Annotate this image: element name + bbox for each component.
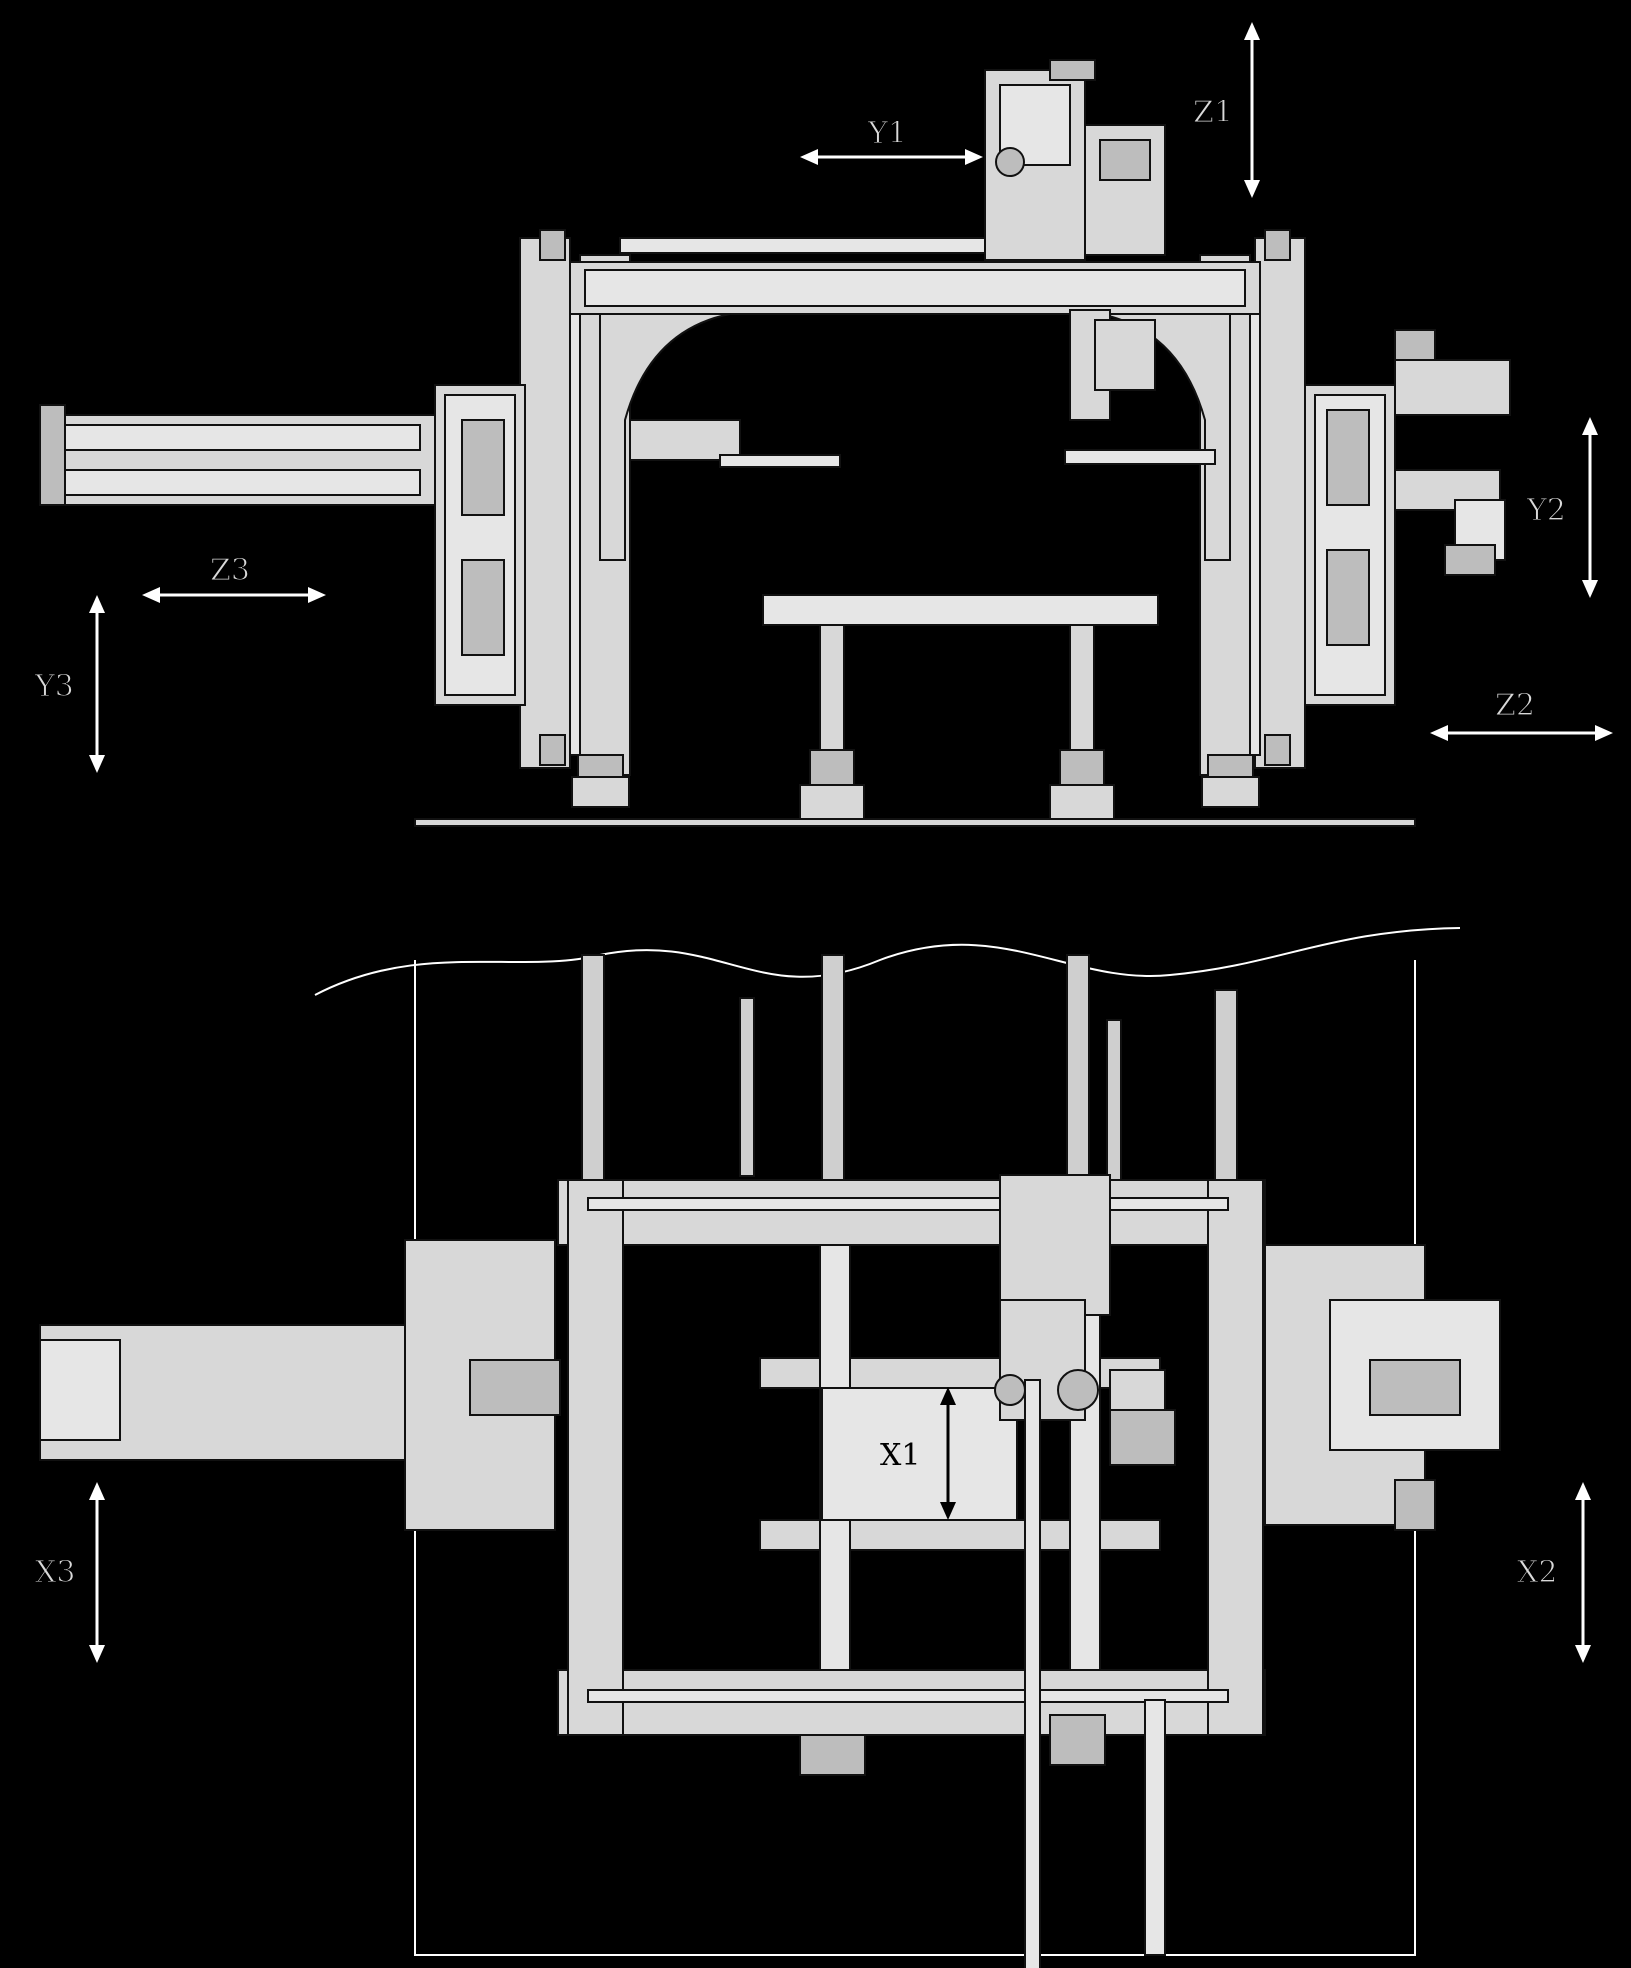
z3-label: Z3 bbox=[210, 553, 250, 588]
front-elevation-view: Y1 Z1 Z3 Y3 Y2 Z2 bbox=[34, 22, 1613, 827]
x2-label: X2 bbox=[1517, 1555, 1557, 1590]
plan-frame bbox=[557, 1179, 1266, 1736]
inner-frame bbox=[759, 1244, 1161, 1671]
x2-head bbox=[1264, 1244, 1501, 1531]
x3-label: X3 bbox=[35, 1555, 75, 1590]
y1-z1-carriage bbox=[984, 59, 1216, 465]
gantry-portal bbox=[569, 237, 1261, 561]
left-arm bbox=[629, 419, 741, 461]
plan-carriage bbox=[994, 1174, 1176, 1968]
z1-label: Z1 bbox=[1193, 95, 1233, 130]
y3-label: Y3 bbox=[34, 669, 74, 704]
axis-arrows-top bbox=[89, 22, 1613, 773]
axis-arrows-plan bbox=[89, 1387, 1591, 1663]
plan-view: X1 X3 X2 bbox=[35, 927, 1591, 1968]
y1-label: Y1 bbox=[867, 116, 907, 151]
x1-label: X1 bbox=[880, 1438, 920, 1473]
bottom-block-right bbox=[1049, 1714, 1106, 1766]
z3-ram bbox=[39, 404, 436, 506]
y2-label: Y2 bbox=[1526, 493, 1566, 528]
x3-ram bbox=[39, 1239, 561, 1531]
bottom-block-left bbox=[799, 1734, 866, 1776]
break-line bbox=[314, 927, 1461, 996]
left-arm-tip bbox=[719, 454, 841, 468]
z2-label: Z2 bbox=[1495, 688, 1535, 723]
y2-z2-head bbox=[1394, 329, 1511, 576]
floor-line bbox=[414, 818, 1416, 827]
guide-rails bbox=[581, 954, 1238, 1181]
work-table bbox=[762, 594, 1159, 820]
